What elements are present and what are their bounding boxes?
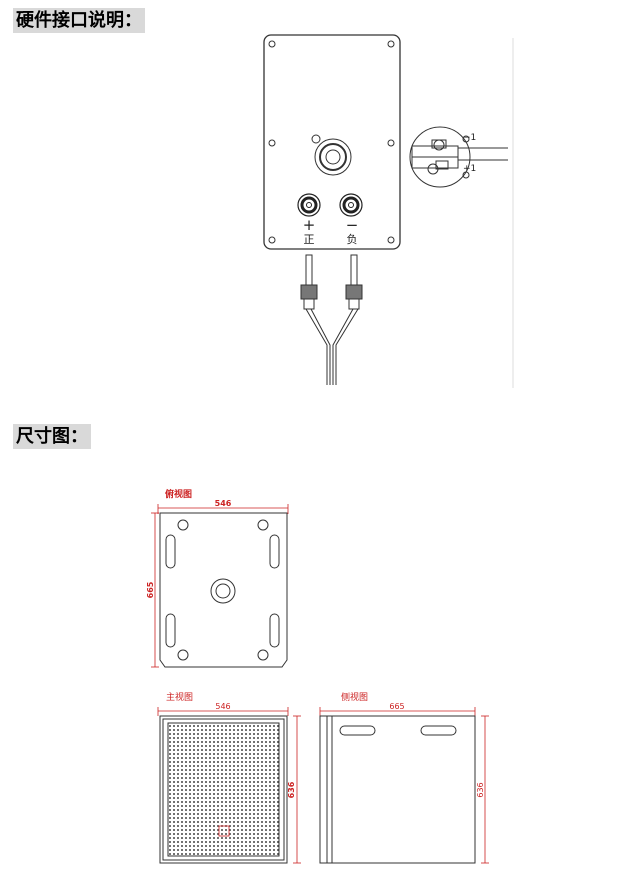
front-grille	[167, 722, 280, 857]
negative-label: 负	[347, 232, 358, 246]
side-view-height-dimension	[481, 715, 489, 864]
top-view-depth-dimension	[151, 512, 159, 668]
speakon-pin-detail	[409, 126, 508, 188]
pin-plus-label: +1	[463, 164, 476, 174]
top-view-width-value: 546	[215, 499, 232, 508]
front-view-drawing: 主视图 546 636	[157, 691, 301, 864]
side-view-height-value: 636	[476, 782, 485, 797]
connector-panel-drawing: + 正 − 负 −1 +1	[263, 34, 514, 388]
pin-minus-label: −1	[463, 133, 476, 143]
front-view-height-value: 636	[287, 781, 296, 798]
negative-symbol: −	[346, 216, 359, 234]
positive-symbol: +	[303, 216, 316, 234]
top-view-width-dimension	[157, 504, 289, 514]
speakon-socket	[311, 134, 352, 176]
hardware-section-heading: 硬件接口说明：	[13, 8, 145, 33]
side-view-label: 侧视图	[341, 691, 368, 703]
panel-screw-holes	[268, 40, 395, 244]
front-view-label: 主视图	[166, 691, 193, 703]
binding-post-positive	[297, 193, 321, 217]
connector-panel-outline	[263, 34, 401, 250]
front-view-outline	[159, 715, 288, 864]
top-view-outline	[159, 512, 288, 668]
top-view-depth-value: 665	[146, 581, 155, 598]
front-logo-marker	[218, 825, 230, 837]
side-view-depth-dimension	[319, 707, 476, 716]
side-view-outline	[319, 715, 476, 864]
banana-cable	[300, 254, 363, 385]
top-view-drawing: 俯视图 546 665	[146, 488, 289, 668]
binding-post-negative	[339, 193, 363, 217]
positive-label: 正	[304, 233, 315, 246]
front-view-width-dimension	[157, 707, 289, 716]
side-view-drawing: 侧视图 665 636	[319, 691, 489, 864]
front-view-width-value: 546	[215, 702, 230, 711]
side-view-depth-value: 665	[389, 702, 404, 711]
top-view-label: 俯视图	[165, 488, 192, 500]
front-view-height-dimension	[293, 715, 301, 864]
dimensions-section-heading: 尺寸图：	[13, 424, 91, 449]
